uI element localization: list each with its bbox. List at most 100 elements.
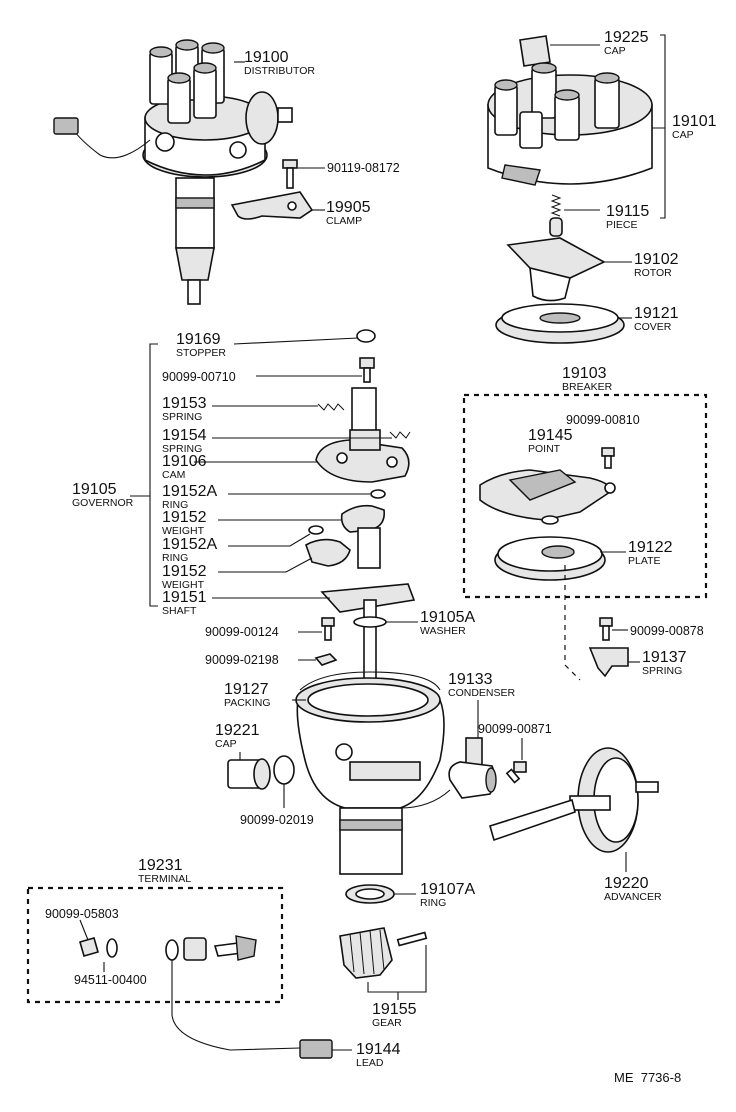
- part-number: 19103: [562, 365, 607, 382]
- part-name: CAM: [162, 469, 185, 481]
- nut-90099-02198-illustration: [314, 653, 338, 666]
- part-number: 19122: [628, 539, 673, 556]
- part-number: 19905: [326, 199, 371, 216]
- label-19107a: 19107A RING: [420, 881, 475, 909]
- label-19152-lower: 19152 WEIGHT: [162, 563, 207, 591]
- clamp-illustration: [230, 191, 314, 220]
- distributor-cap-illustration: [487, 62, 653, 186]
- label-19155: 19155 GEAR: [372, 1001, 417, 1029]
- part-number: 19133: [448, 671, 493, 688]
- part-name: CAP: [672, 129, 694, 141]
- part-name: PIECE: [606, 219, 638, 231]
- spring-19137-illustration: [588, 647, 629, 678]
- ring-19152a-lower-illustration: [308, 525, 324, 535]
- part-number: 19106: [162, 453, 207, 470]
- part-name: SHAFT: [162, 605, 197, 617]
- part-number: 19127: [224, 681, 269, 698]
- label-19105a: 19105A WASHER: [420, 609, 475, 637]
- part-name: SPRING: [162, 443, 202, 455]
- breaker-plate-illustration: [494, 536, 606, 581]
- part-name: BREAKER: [562, 381, 613, 393]
- weight-upper-illustration: [340, 504, 386, 533]
- piece-illustration: [549, 194, 563, 237]
- label-19221: 19221 CAP: [215, 722, 260, 750]
- label-90099-00124: 90099-00124: [205, 625, 279, 639]
- label-19103: 19103 BREAKER: [562, 365, 613, 393]
- label-90099-05803: 90099-05803: [45, 907, 119, 921]
- part-name: POINT: [528, 443, 561, 455]
- part-number: 19169: [176, 331, 221, 348]
- terminal-group-box: [26, 886, 284, 1004]
- part-name: WASHER: [420, 625, 466, 637]
- label-19137: 19137 SPRING: [642, 649, 687, 677]
- spring-19154-illustration: [389, 431, 411, 439]
- cap-19221-illustration: [227, 758, 271, 790]
- part-name: COVER: [634, 321, 672, 333]
- label-19225: 19225 CAP: [604, 29, 649, 57]
- ring-19107a-illustration: [345, 884, 395, 904]
- screw-90099-00878-illustration: [599, 617, 613, 641]
- cap-19225-illustration: [519, 35, 551, 67]
- part-name: ADVANCER: [604, 891, 662, 903]
- part-name: RING: [162, 552, 188, 564]
- label-19105: 19105 GOVERNOR: [72, 481, 134, 509]
- weight-lower-illustration: [305, 538, 351, 567]
- part-name: CONDENSER: [448, 687, 516, 699]
- label-19231: 19231 TERMINAL: [138, 857, 191, 885]
- part-number: 19100: [244, 49, 289, 66]
- part-name: PACKING: [224, 697, 270, 709]
- part-name: SPRING: [162, 411, 202, 423]
- part-number: 19152A: [162, 483, 217, 500]
- part-name: ROTOR: [634, 267, 672, 279]
- part-number: 19121: [634, 305, 679, 322]
- label-19121: 19121 COVER: [634, 305, 679, 333]
- screw-90099-00810-illustration: [601, 447, 615, 469]
- washer-19105a-illustration: [353, 616, 387, 628]
- part-number: 19152A: [162, 536, 217, 553]
- part-number: 19154: [162, 427, 207, 444]
- part-name: GEAR: [372, 1017, 402, 1029]
- label-19153: 19153 SPRING: [162, 395, 207, 423]
- diagram-code: ME 7736-8: [614, 1070, 681, 1085]
- part-name: PLATE: [628, 555, 660, 567]
- part-name: WEIGHT: [162, 579, 205, 591]
- label-19152a-upper: 19152A RING: [162, 483, 217, 511]
- label-19905: 19905 CLAMP: [326, 199, 371, 227]
- label-19102: 19102 ROTOR: [634, 251, 679, 279]
- label-19220: 19220 ADVANCER: [604, 875, 662, 903]
- part-number: 19102: [634, 251, 679, 268]
- rotor-illustration: [506, 237, 606, 302]
- part-name: STOPPER: [176, 347, 226, 359]
- screw-90119-08172-illustration: [282, 159, 298, 189]
- part-name: GOVERNOR: [72, 497, 134, 509]
- label-19152-upper: 19152 WEIGHT: [162, 509, 207, 537]
- label-90119-08172: 90119-08172: [327, 161, 400, 175]
- label-90099-02198: 90099-02198: [205, 653, 279, 667]
- part-name: DISTRIBUTOR: [244, 65, 315, 77]
- label-19106: 19106 CAM: [162, 453, 207, 481]
- part-number: 19152: [162, 563, 207, 580]
- part-number: 19152: [162, 509, 207, 526]
- ring-19152a-illustration: [370, 489, 386, 499]
- part-name: CAP: [215, 738, 237, 750]
- part-number: 19220: [604, 875, 649, 892]
- part-name: SPRING: [642, 665, 682, 677]
- part-number: 19231: [138, 857, 183, 874]
- cam-illustration: [315, 387, 410, 483]
- part-name: WEIGHT: [162, 525, 205, 537]
- label-90099-00878: 90099-00878: [630, 624, 704, 638]
- screw-90099-00710-illustration: [359, 357, 375, 383]
- spring-19153-illustration: [317, 403, 345, 411]
- label-19100: 19100 DISTRIBUTOR: [244, 49, 315, 77]
- label-19115: 19115 PIECE: [606, 203, 649, 231]
- part-number: 19225: [604, 29, 649, 46]
- part-name: TERMINAL: [138, 873, 191, 885]
- part-number: 19221: [215, 722, 260, 739]
- label-19101: 19101 CAP: [672, 113, 717, 141]
- o-ring-90099-02019-illustration: [273, 755, 295, 785]
- part-name: LEAD: [356, 1057, 384, 1069]
- label-90099-00871: 90099-00871: [478, 722, 552, 736]
- advancer-illustration: [489, 747, 659, 853]
- part-name: CAP: [604, 45, 626, 57]
- breaker-group-box: [462, 393, 708, 599]
